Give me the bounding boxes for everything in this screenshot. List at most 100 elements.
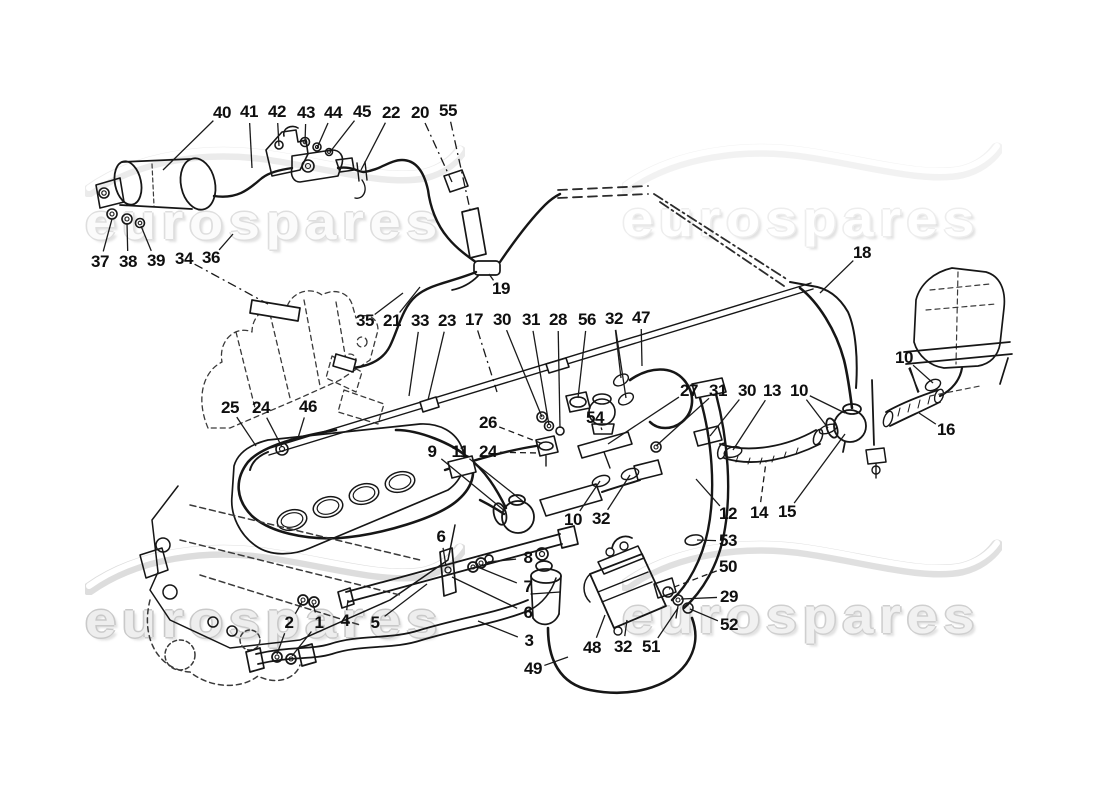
part-label-52[interactable]: 52	[720, 615, 738, 634]
leader-line-part-33	[408, 331, 419, 397]
leader-line-part-37	[102, 218, 113, 252]
leader-line-part-3	[477, 620, 519, 638]
leader-line-part-2	[276, 633, 286, 655]
part-label-13[interactable]: 13	[763, 381, 781, 400]
part-label-30[interactable]: 30	[738, 381, 756, 400]
part-label-41[interactable]: 41	[240, 102, 258, 121]
leader-line-part-31	[655, 397, 710, 447]
leader-line-part-45	[329, 120, 356, 153]
part-label-2[interactable]: 2	[284, 613, 294, 632]
part-label-21[interactable]: 21	[383, 311, 401, 330]
leader-line-part-22	[360, 122, 386, 171]
part-label-45[interactable]: 45	[353, 102, 371, 121]
part-label-6[interactable]: 6	[523, 603, 533, 622]
part-label-32[interactable]: 32	[614, 637, 632, 656]
right-bank-pipe-and-hose	[789, 281, 875, 446]
part-label-34[interactable]: 34	[175, 249, 193, 268]
part-label-11[interactable]: 11	[451, 442, 469, 461]
leader-line-part-10	[908, 367, 920, 393]
hose-14	[716, 428, 824, 465]
leader-line-part-32	[607, 474, 631, 511]
part-label-28[interactable]: 28	[549, 310, 567, 329]
part-label-1[interactable]: 1	[314, 613, 324, 632]
leader-line-part-14	[759, 461, 767, 503]
part-label-12[interactable]: 12	[719, 504, 737, 523]
part-label-53[interactable]: 53	[719, 531, 737, 550]
part-label-24[interactable]: 24	[252, 398, 270, 417]
part-label-55[interactable]: 55	[439, 101, 457, 120]
leader-line-part-56	[577, 330, 587, 399]
leader-line-part-10	[912, 364, 934, 384]
leader-line-part-30	[505, 329, 543, 418]
check-valve-left	[478, 459, 663, 534]
part-label-48[interactable]: 48	[583, 638, 601, 657]
part-label-30[interactable]: 30	[493, 310, 511, 329]
part-label-49[interactable]: 49	[524, 659, 542, 678]
part-label-9[interactable]: 9	[427, 442, 437, 461]
part-label-43[interactable]: 43	[297, 103, 315, 122]
part-label-5[interactable]: 5	[370, 613, 380, 632]
part-label-39[interactable]: 39	[147, 251, 165, 270]
part-label-38[interactable]: 38	[119, 252, 137, 271]
part-label-4[interactable]: 4	[340, 611, 350, 630]
part-label-32[interactable]: 32	[592, 509, 610, 528]
leader-line-part-42	[277, 122, 280, 147]
part-label-16[interactable]: 16	[937, 420, 955, 439]
part-label-17[interactable]: 17	[465, 310, 483, 329]
part-label-47[interactable]: 47	[632, 308, 650, 327]
leader-line-part-49	[544, 656, 569, 667]
part-label-50[interactable]: 50	[719, 557, 737, 576]
part-label-56[interactable]: 56	[578, 310, 596, 329]
part-label-20[interactable]: 20	[411, 103, 429, 122]
crossover-pipe-hidden	[557, 185, 789, 287]
leader-line-part-2	[294, 601, 303, 614]
leader-line-part-1	[312, 603, 317, 613]
part-label-54[interactable]: 54	[586, 408, 604, 427]
leader-line-part-46	[297, 417, 305, 439]
part-label-10[interactable]: 10	[564, 510, 582, 529]
part-label-26[interactable]: 26	[479, 413, 497, 432]
part-label-14[interactable]: 14	[750, 503, 768, 522]
part-label-42[interactable]: 42	[268, 102, 286, 121]
part-label-40[interactable]: 40	[213, 103, 231, 122]
leader-line-part-41	[248, 122, 253, 169]
leader-line-part-50	[668, 570, 717, 590]
leader-line-part-20	[424, 122, 453, 183]
part-label-22[interactable]: 22	[382, 103, 400, 122]
part-label-37[interactable]: 37	[91, 252, 109, 271]
part-label-25[interactable]: 25	[221, 398, 239, 417]
part-label-35[interactable]: 35	[356, 311, 374, 330]
leader-line-part-6	[451, 576, 518, 609]
leader-line-part-10	[809, 395, 846, 414]
part-label-6[interactable]: 6	[436, 527, 446, 546]
part-label-36[interactable]: 36	[202, 248, 220, 267]
part-label-32[interactable]: 32	[605, 309, 623, 328]
part-label-19[interactable]: 19	[492, 279, 510, 298]
part-label-23[interactable]: 23	[438, 311, 456, 330]
part-label-31[interactable]: 31	[709, 381, 727, 400]
leader-line-part-54	[600, 427, 603, 431]
leader-line-part-10	[579, 480, 601, 512]
part-label-3[interactable]: 3	[524, 631, 534, 650]
leader-line-part-40	[162, 120, 214, 171]
leader-line-part-51	[657, 607, 679, 639]
part-label-44[interactable]: 44	[324, 103, 342, 122]
leader-line-part-7	[479, 567, 518, 584]
part-label-27[interactable]: 27	[680, 381, 698, 400]
part-label-10[interactable]: 10	[790, 381, 808, 400]
part-label-29[interactable]: 29	[720, 587, 738, 606]
part-label-18[interactable]: 18	[853, 243, 871, 262]
part-label-8[interactable]: 8	[523, 548, 533, 567]
leader-line-part-53	[696, 539, 717, 542]
leader-line-part-13	[732, 399, 766, 451]
part-label-31[interactable]: 31	[522, 310, 540, 329]
part-label-51[interactable]: 51	[642, 637, 660, 656]
part-label-15[interactable]: 15	[778, 502, 796, 521]
part-label-10[interactable]: 10	[895, 348, 913, 367]
part-label-33[interactable]: 33	[411, 311, 429, 330]
small-filter	[530, 547, 562, 626]
part-label-7[interactable]: 7	[523, 577, 533, 596]
part-label-24[interactable]: 24	[479, 442, 497, 461]
part-label-46[interactable]: 46	[299, 397, 317, 416]
leader-line-part-19	[488, 273, 495, 281]
